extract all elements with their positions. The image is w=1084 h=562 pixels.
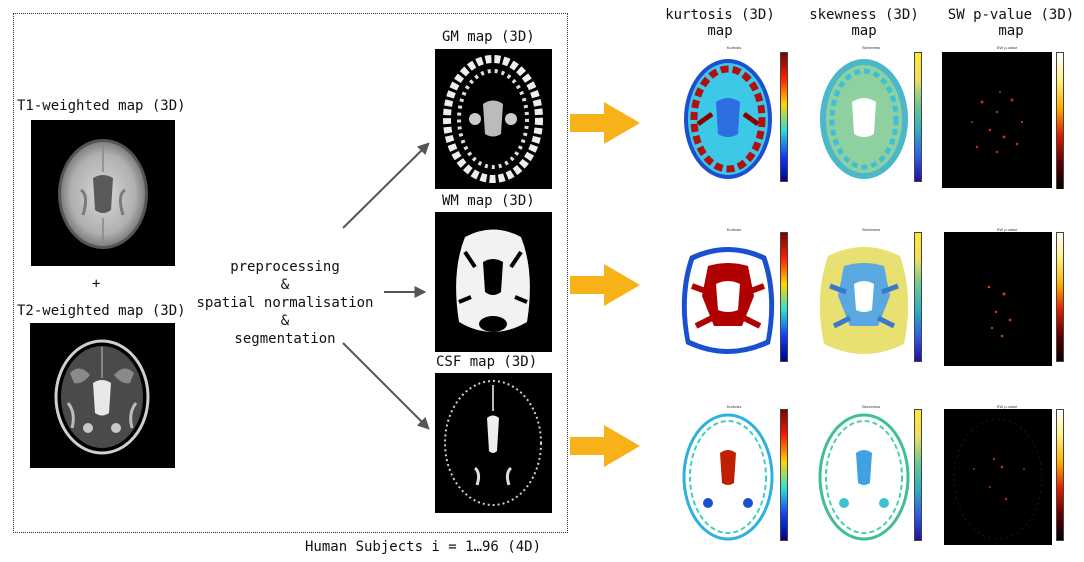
process-steps: preprocessing & spatial normalisation & … xyxy=(180,258,390,348)
panel-title: SW p-value xyxy=(996,227,1018,232)
process-line-normalisation: spatial normalisation xyxy=(196,295,374,311)
skewness-wm-panel: Skewness xyxy=(808,226,934,366)
pvalue-wm-panel: SW p-value xyxy=(942,226,1072,366)
t2-label: T2-weighted map (3D) xyxy=(17,303,186,319)
panel-title: Kurtosis xyxy=(726,404,742,409)
panel-title: Skewness xyxy=(861,45,881,50)
panel-title: SW p-value xyxy=(996,404,1018,409)
gm-map-image xyxy=(435,49,552,189)
pvalue-gm-image xyxy=(942,52,1052,188)
kurtosis-header: kurtosis (3D) map xyxy=(660,7,780,39)
skewness-colorbar xyxy=(914,409,922,541)
arrow-to-csf xyxy=(342,342,430,430)
pvalue-wm-image xyxy=(944,232,1052,366)
panel-title: SW p-value xyxy=(996,45,1018,50)
skewness-csf-panel: Skewness xyxy=(808,403,934,545)
kurtosis-gm-panel: Kurtosis xyxy=(668,44,800,189)
t1-label: T1-weighted map (3D) xyxy=(17,98,186,114)
process-line-and-2: & xyxy=(280,313,290,329)
pvalue-header: SW p-value (3D) map xyxy=(943,7,1079,39)
panel-title: Skewness xyxy=(861,227,881,232)
kurtosis-csf-panel: Kurtosis xyxy=(668,403,800,545)
csf-map-image xyxy=(435,373,552,513)
plus-sign: + xyxy=(92,276,101,292)
subject-group-box xyxy=(13,13,568,533)
kurtosis-colorbar xyxy=(780,52,788,182)
pvalue-header-line1: SW p-value (3D) xyxy=(947,7,1075,23)
pvalue-csf-panel: SW p-value xyxy=(942,403,1072,545)
skewness-gm-panel: Skewness xyxy=(808,44,934,189)
orange-arrow-gm xyxy=(570,102,640,144)
csf-label: CSF map (3D) xyxy=(436,354,538,370)
orange-arrow-csf xyxy=(570,425,640,467)
process-line-preprocessing: preprocessing xyxy=(230,259,340,275)
orange-arrow-wm xyxy=(570,264,640,306)
t1-weighted-image xyxy=(31,120,175,266)
wm-map-image xyxy=(435,212,552,352)
gm-label: GM map (3D) xyxy=(442,29,535,45)
skewness-header: skewness (3D) map xyxy=(804,7,924,39)
kurtosis-wm-panel: Kurtosis xyxy=(668,226,800,366)
skewness-header-line1: skewness (3D) xyxy=(809,7,919,23)
panel-title: Kurtosis xyxy=(726,227,742,232)
pvalue-gm-panel: SW p-value xyxy=(942,44,1072,189)
t2-weighted-image xyxy=(30,323,175,468)
pvalue-colorbar xyxy=(1056,52,1064,189)
kurtosis-colorbar xyxy=(780,409,788,541)
wm-label: WM map (3D) xyxy=(442,193,535,209)
kurtosis-header-line2: map xyxy=(707,23,733,39)
pvalue-csf-image xyxy=(944,409,1052,545)
skewness-colorbar xyxy=(914,52,922,182)
skewness-colorbar xyxy=(914,232,922,362)
pvalue-colorbar xyxy=(1056,409,1064,541)
process-line-and-1: & xyxy=(280,277,290,293)
pvalue-header-line2: map xyxy=(998,23,1024,39)
pvalue-colorbar xyxy=(1056,232,1064,362)
process-line-segmentation: segmentation xyxy=(234,331,336,347)
kurtosis-colorbar xyxy=(780,232,788,362)
panel-title: Skewness xyxy=(861,404,881,409)
arrow-to-gm xyxy=(342,142,430,229)
panel-title: Kurtosis xyxy=(726,45,742,50)
subject-box-caption: Human Subjects i = 1…96 (4D) xyxy=(305,539,542,555)
skewness-header-line2: map xyxy=(851,23,877,39)
kurtosis-header-line1: kurtosis (3D) xyxy=(665,7,775,23)
